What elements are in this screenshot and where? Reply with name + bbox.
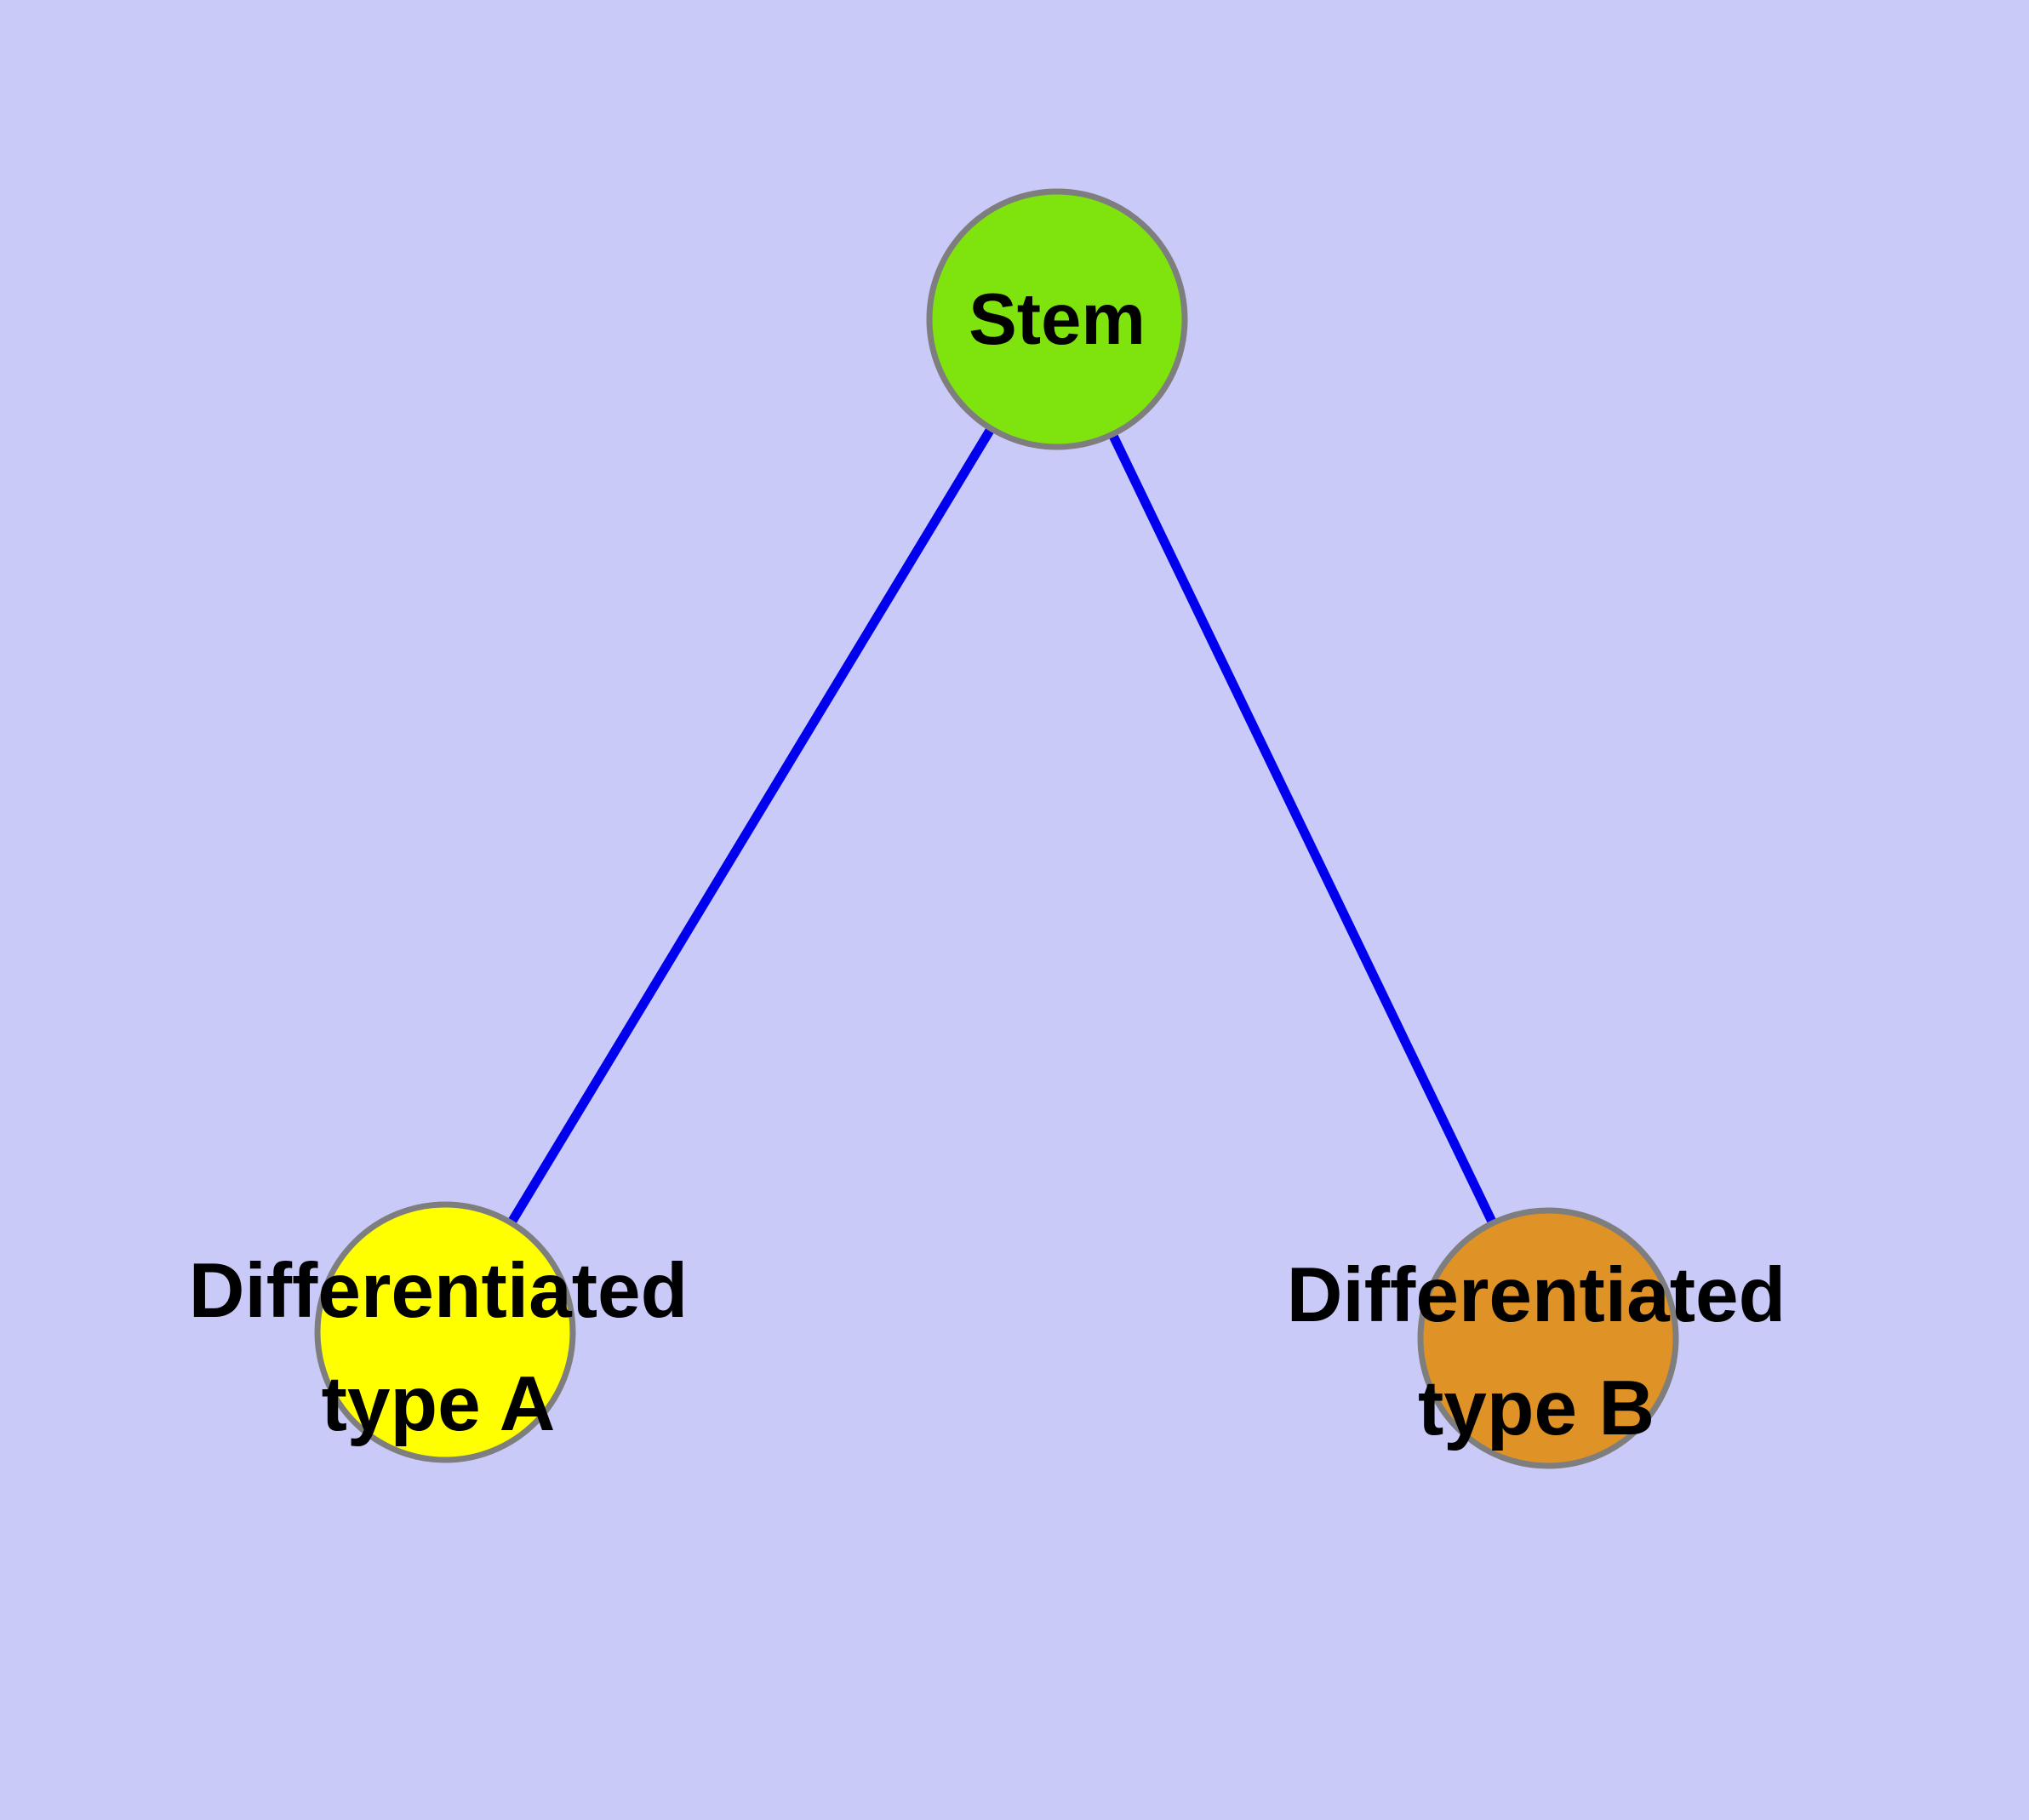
node-stem — [926, 188, 1188, 450]
node-type-a-label-line2: type A — [322, 1361, 556, 1447]
node-type-b-label-line1: Differentiated — [1287, 1252, 1786, 1338]
node-differentiated-type-a — [314, 1201, 576, 1463]
node-type-b-label-line2: type B — [1418, 1365, 1655, 1451]
node-type-a-label-line1: Differentiated — [189, 1248, 689, 1334]
node-stem-label: Stem — [969, 279, 1146, 360]
edge-stem-to-type-b — [1053, 317, 1552, 1341]
edge-stem-to-type-a — [441, 317, 1061, 1335]
node-differentiated-type-b — [1417, 1207, 1679, 1469]
